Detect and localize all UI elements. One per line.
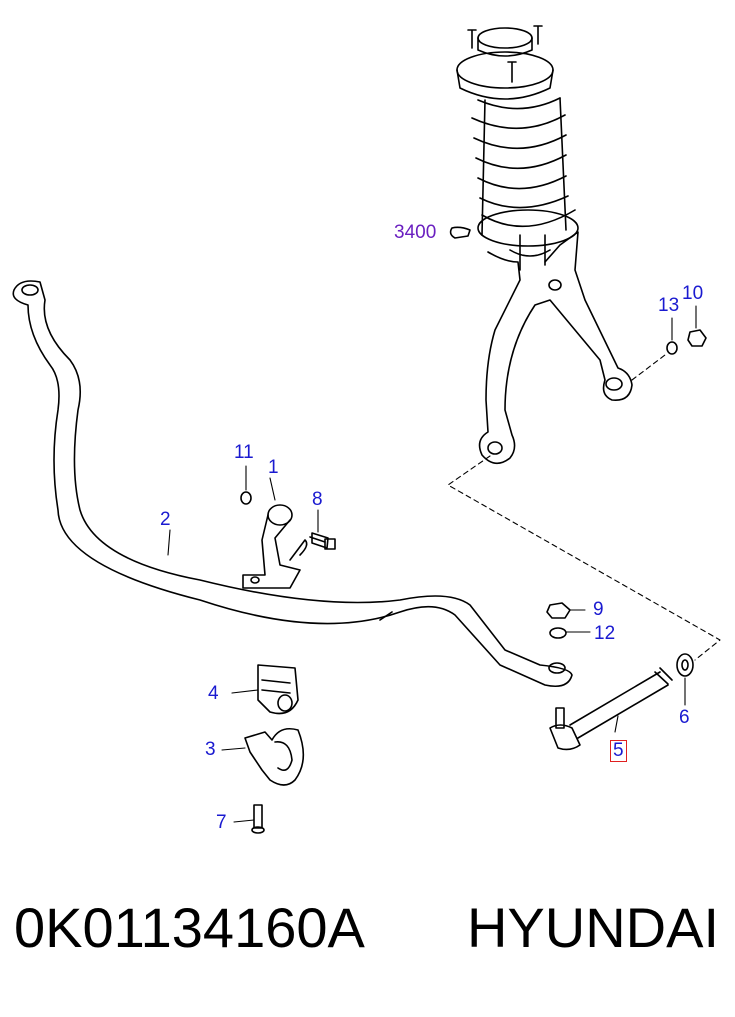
brand-name: HYUNDAI — [466, 896, 719, 959]
exploded-parts-diagram: 1 2 3 4 5 6 7 8 9 10 11 12 13 3400 — [12, 25, 721, 834]
callout-5-highlighted[interactable]: 5 — [610, 740, 627, 762]
coil-spring — [471, 97, 579, 271]
callout-9[interactable]: 9 — [593, 599, 604, 620]
bushing-4 — [257, 664, 299, 715]
link-rod-5 — [549, 667, 673, 751]
reference-pointer-icon — [449, 226, 471, 239]
stabilizer-bar — [12, 280, 573, 688]
callout-6[interactable]: 6 — [679, 707, 690, 728]
washer-12 — [549, 627, 567, 639]
washer-6 — [676, 653, 694, 677]
callout-11[interactable]: 11 — [234, 442, 254, 463]
bolt-8 — [309, 532, 336, 550]
callout-12[interactable]: 12 — [594, 623, 616, 644]
bracket-assembly — [242, 504, 308, 589]
callout-1[interactable]: 1 — [268, 457, 279, 478]
line-art — [12, 25, 721, 834]
callout-3400-reference[interactable]: 3400 — [394, 222, 437, 243]
nut-9 — [546, 602, 571, 619]
callout-3[interactable]: 3 — [205, 739, 216, 760]
caption-bar: 0K01134160A HYUNDAI — [0, 895, 735, 985]
strut-top-mount — [456, 25, 554, 100]
callout-13[interactable]: 13 — [658, 295, 680, 316]
strut-fork — [478, 231, 633, 465]
leader-lines — [167, 305, 697, 823]
callout-10[interactable]: 10 — [682, 283, 704, 304]
bolt-7 — [251, 804, 265, 834]
nut-10 — [687, 329, 707, 347]
part-number: 0K01134160A — [14, 896, 365, 959]
callout-4[interactable]: 4 — [208, 683, 219, 704]
assembly-guide-lines — [447, 354, 721, 661]
nut-11 — [240, 491, 252, 505]
clamp-3 — [244, 727, 305, 786]
washer-13 — [666, 341, 678, 355]
callout-8[interactable]: 8 — [312, 489, 323, 510]
callout-2[interactable]: 2 — [160, 509, 171, 530]
callout-7[interactable]: 7 — [216, 812, 227, 833]
